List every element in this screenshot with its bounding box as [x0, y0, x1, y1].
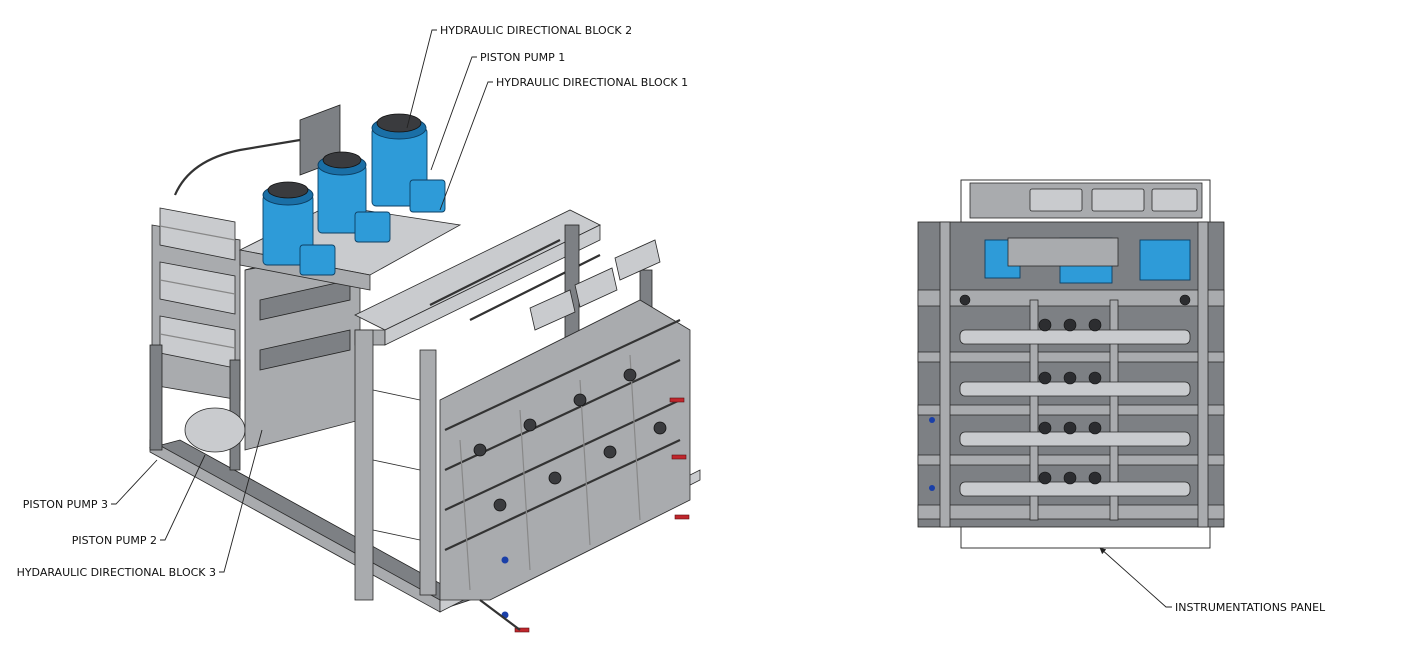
label-piston-pump-2: PISTON PUMP 2 — [72, 534, 157, 547]
valve-handle — [669, 397, 685, 403]
pump-motor-3 — [262, 181, 336, 276]
label-hydraulic-directional-block-1: HYDRAULIC DIRECTIONAL BLOCK 1 — [496, 76, 688, 89]
pump-motor-2 — [317, 151, 391, 243]
left-rack — [149, 207, 241, 471]
pump-motor-1 — [371, 113, 446, 213]
label-piston-pump-1: PISTON PUMP 1 — [480, 51, 565, 64]
label-hydaraulic-directional-block-3: HYDARAULIC DIRECTIONAL BLOCK 3 — [17, 566, 216, 579]
valve-handle — [514, 627, 530, 633]
panel-pipework — [444, 319, 681, 591]
valve-handle — [674, 514, 690, 520]
valve-handle — [671, 454, 687, 460]
valve-indicator — [501, 556, 509, 564]
skid-base-front — [149, 439, 441, 613]
label-piston-pump-3: PISTON PUMP 3 — [23, 498, 108, 511]
tank — [184, 407, 246, 453]
isometric-skid-view — [148, 104, 701, 633]
label-instrumentations-panel: INSTRUMENTATIONS PANEL — [1175, 601, 1326, 614]
front-elevation-view — [917, 179, 1225, 549]
label-hydraulic-directional-block-2: HYDRAULIC DIRECTIONAL BLOCK 2 — [440, 24, 632, 37]
leader-lines — [111, 29, 1172, 608]
